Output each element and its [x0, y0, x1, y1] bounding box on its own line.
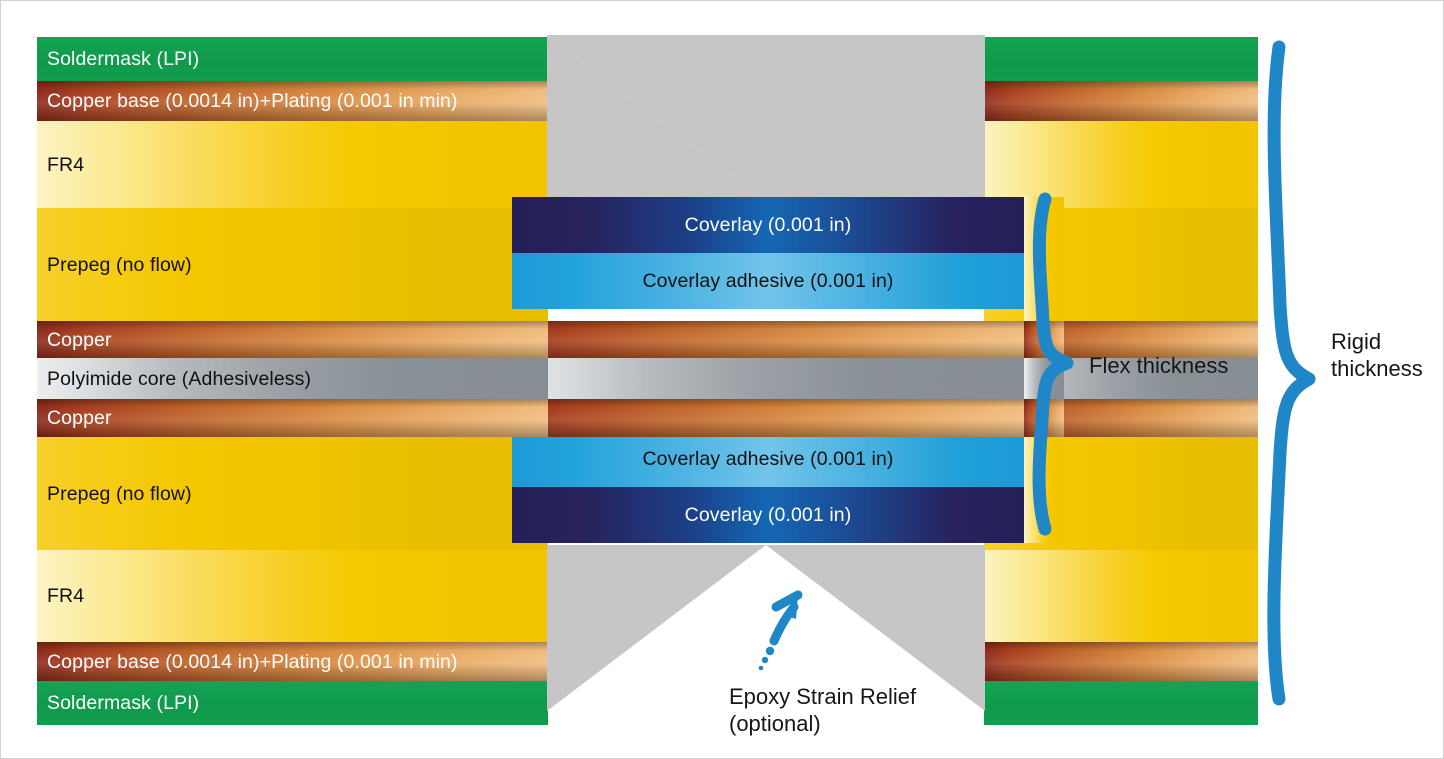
flex-thickness-label: Flex thickness [1089, 353, 1228, 380]
layer-coverlay-top: Coverlay (0.001 in) [512, 197, 1024, 253]
flex-yellow-gap-lower [1024, 437, 1064, 543]
layer-soldermask-top-right [984, 37, 1258, 81]
layer-soldermask-top: Soldermask (LPI) [37, 37, 548, 81]
flex-core-gap-strip [1024, 321, 1064, 441]
layer-label: Copper [47, 406, 112, 429]
left-copper-bottom-overlay: Copper [37, 399, 548, 437]
left-polyimide-overlay: Polyimide core (Adhesiveless) [37, 358, 548, 399]
layer-label: Prepeg (no flow) [47, 482, 192, 505]
layer-label: Coverlay (0.001 in) [684, 503, 852, 526]
rigid-thickness-label: Rigid thickness [1331, 329, 1423, 383]
flex-thickness-text: Flex thickness [1089, 353, 1229, 378]
layer-label: Soldermask (LPI) [47, 691, 200, 714]
layer-label: Copper base (0.0014 in)+Plating (0.001 i… [47, 89, 458, 112]
epoxy-strain-relief-label: Epoxy Strain Relief (optional) [729, 684, 916, 738]
epoxy-text-line1: Epoxy Strain Relief [729, 684, 917, 709]
gap-copper-top [1024, 321, 1064, 358]
layer-label: FR4 [47, 153, 85, 176]
layer-copper-plating-top: Copper base (0.0014 in)+Plating (0.001 i… [37, 81, 548, 121]
layer-label: Copper [47, 328, 112, 351]
layer-coverlay-bottom: Coverlay (0.001 in) [512, 487, 1024, 543]
left-core-overlay: Copper Polyimide core (Adhesiveless) Cop… [37, 321, 548, 441]
layer-soldermask-bottom: Soldermask (LPI) [37, 681, 548, 725]
flex-copper-bottom [512, 399, 1024, 437]
layer-label: Coverlay adhesive (0.001 in) [642, 447, 894, 470]
layer-coverlay-adhesive-bottom: Coverlay adhesive (0.001 in) [512, 431, 1024, 487]
layer-fr4-bottom-right [984, 550, 1258, 642]
layer-soldermask-bottom-right [984, 681, 1258, 725]
layer-label: Coverlay adhesive (0.001 in) [642, 269, 894, 292]
gap-copper-bottom [1024, 399, 1064, 437]
layer-label: Coverlay (0.001 in) [684, 213, 852, 236]
layer-copper-plating-top-right [984, 81, 1258, 121]
layer-label: Polyimide core (Adhesiveless) [47, 367, 312, 390]
rigid-thickness-text-line1: Rigid [1331, 329, 1382, 354]
flex-polyimide [512, 358, 1024, 399]
layer-prepreg-bottom: Prepeg (no flow) [37, 437, 548, 550]
epoxy-text-line2: (optional) [729, 710, 821, 736]
layer-fr4-top-right [984, 121, 1258, 208]
layer-fr4-top: FR4 [37, 121, 548, 208]
flex-coverlay-top-group: Coverlay (0.001 in) Coverlay adhesive (0… [512, 197, 1024, 309]
rigid-thickness-brace [1267, 40, 1316, 706]
layer-fr4-bottom: FR4 [37, 550, 548, 642]
layer-label: Copper base (0.0014 in)+Plating (0.001 i… [47, 650, 458, 673]
flex-core-strip [512, 321, 1024, 441]
left-copper-top-overlay: Copper [37, 321, 548, 358]
layer-label: FR4 [47, 584, 85, 607]
layer-coverlay-adhesive-top: Coverlay adhesive (0.001 in) [512, 253, 1024, 309]
epoxy-strain-relief-shape [547, 35, 985, 711]
rigid-thickness-text-line2: thickness [1331, 355, 1423, 381]
layer-copper-plating-bottom: Copper base (0.0014 in)+Plating (0.001 i… [37, 642, 548, 681]
layer-prepreg-top: Prepeg (no flow) [37, 208, 548, 321]
layer-label: Soldermask (LPI) [47, 47, 200, 70]
flex-copper-top [512, 321, 1024, 358]
flex-yellow-gap-upper [1024, 197, 1064, 321]
layer-copper-plating-bottom-right [984, 642, 1258, 681]
gap-polyimide [1024, 358, 1064, 399]
layer-label: Prepeg (no flow) [47, 253, 192, 276]
flex-coverlay-bottom-group: Coverlay adhesive (0.001 in) Coverlay (0… [512, 431, 1024, 543]
